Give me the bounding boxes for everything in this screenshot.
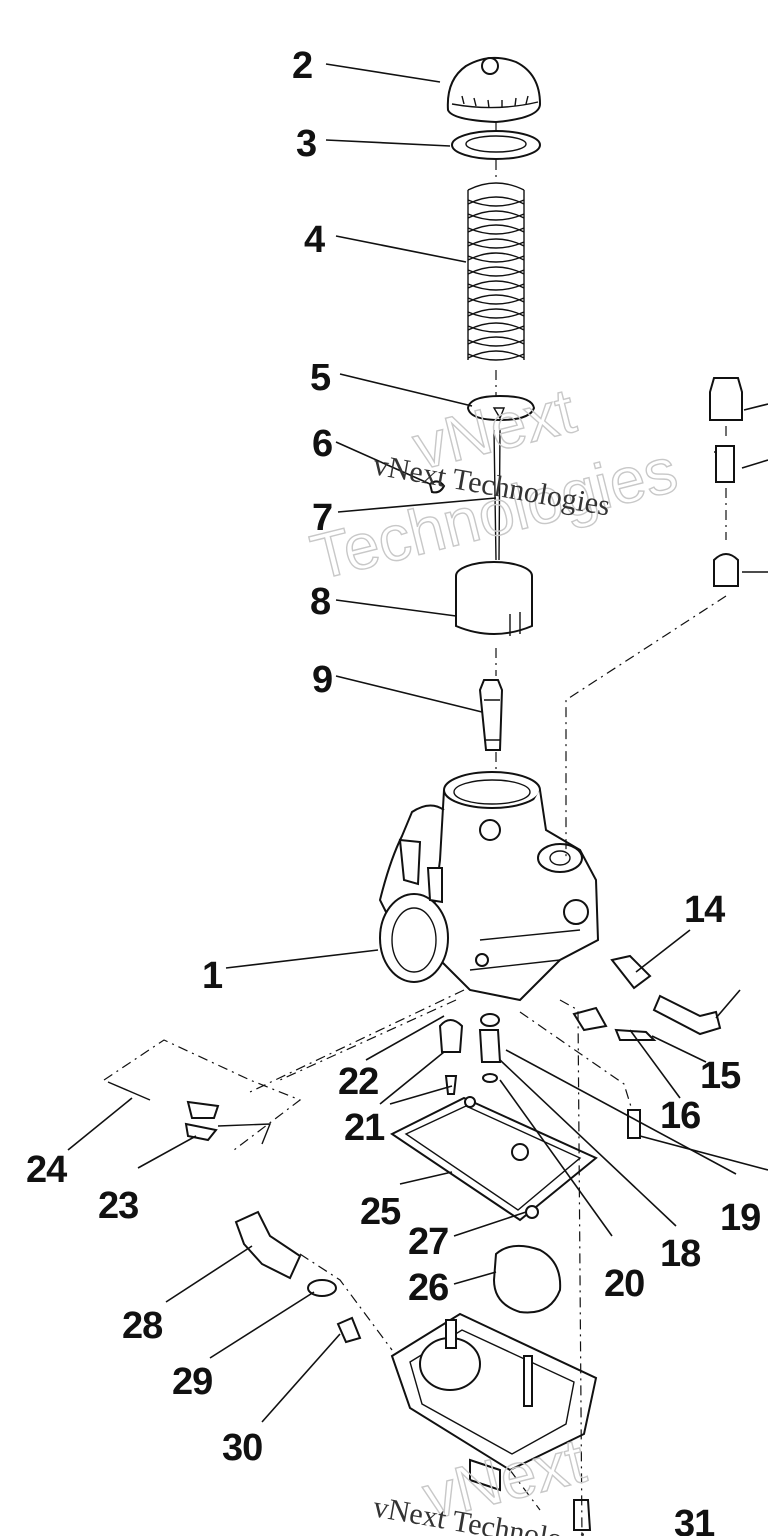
- part-jet-needle: [493, 429, 501, 561]
- callout-1: 1: [202, 955, 223, 997]
- callout-20: 20: [604, 1263, 644, 1305]
- callout-21: 21: [344, 1107, 385, 1149]
- part-throttle-slide: [455, 561, 533, 636]
- callout-31: 31: [674, 1503, 715, 1536]
- callout-24: 24: [26, 1149, 67, 1191]
- watermark-top: vNext Technologies vNext Technologies: [303, 373, 684, 594]
- callout-5: 5: [310, 357, 331, 399]
- leader-lines: [67, 63, 768, 1423]
- callout-2: 2: [292, 45, 312, 87]
- callout-26: 26: [408, 1267, 448, 1309]
- callout-29: 29: [172, 1361, 212, 1403]
- callout-22: 22: [338, 1061, 378, 1103]
- part-drain-plug: [234, 1210, 362, 1344]
- part-float-bowl: [390, 1312, 598, 1531]
- callout-labels: 2 3 4 5 6 7 8 9 1 14 15 16 22 21 24 23 2…: [26, 45, 761, 1536]
- callout-28: 28: [122, 1305, 162, 1347]
- part-needle-jet: [478, 679, 504, 751]
- callout-3: 3: [296, 123, 316, 165]
- part-washer: [451, 130, 541, 160]
- callout-15: 15: [700, 1055, 741, 1097]
- callout-6: 6: [312, 423, 332, 465]
- callout-8: 8: [310, 581, 330, 623]
- callout-25: 25: [360, 1191, 401, 1233]
- part-float: [492, 1205, 562, 1314]
- part-spring: [467, 182, 525, 361]
- part-choke-linkage: [103, 1039, 302, 1151]
- part-clip: [428, 480, 446, 494]
- part-fitting-top-right: [709, 377, 743, 587]
- callout-16: 16: [660, 1095, 700, 1137]
- part-air-screw: [572, 954, 722, 1041]
- callout-23: 23: [98, 1185, 138, 1227]
- callout-27: 27: [408, 1221, 448, 1263]
- assembly-centerlines: [249, 122, 727, 1536]
- part-cap: [446, 56, 542, 124]
- part-carburetor-body: [378, 771, 600, 1002]
- callout-18: 18: [660, 1233, 700, 1275]
- callout-4: 4: [304, 219, 325, 261]
- callout-9: 9: [312, 659, 332, 701]
- callout-14: 14: [684, 889, 725, 931]
- callout-7: 7: [312, 497, 332, 539]
- part-float-bowl-gasket: [390, 1096, 598, 1222]
- callout-30: 30: [222, 1427, 262, 1469]
- part-retainer-plate: [466, 394, 536, 422]
- callout-19: 19: [720, 1197, 760, 1239]
